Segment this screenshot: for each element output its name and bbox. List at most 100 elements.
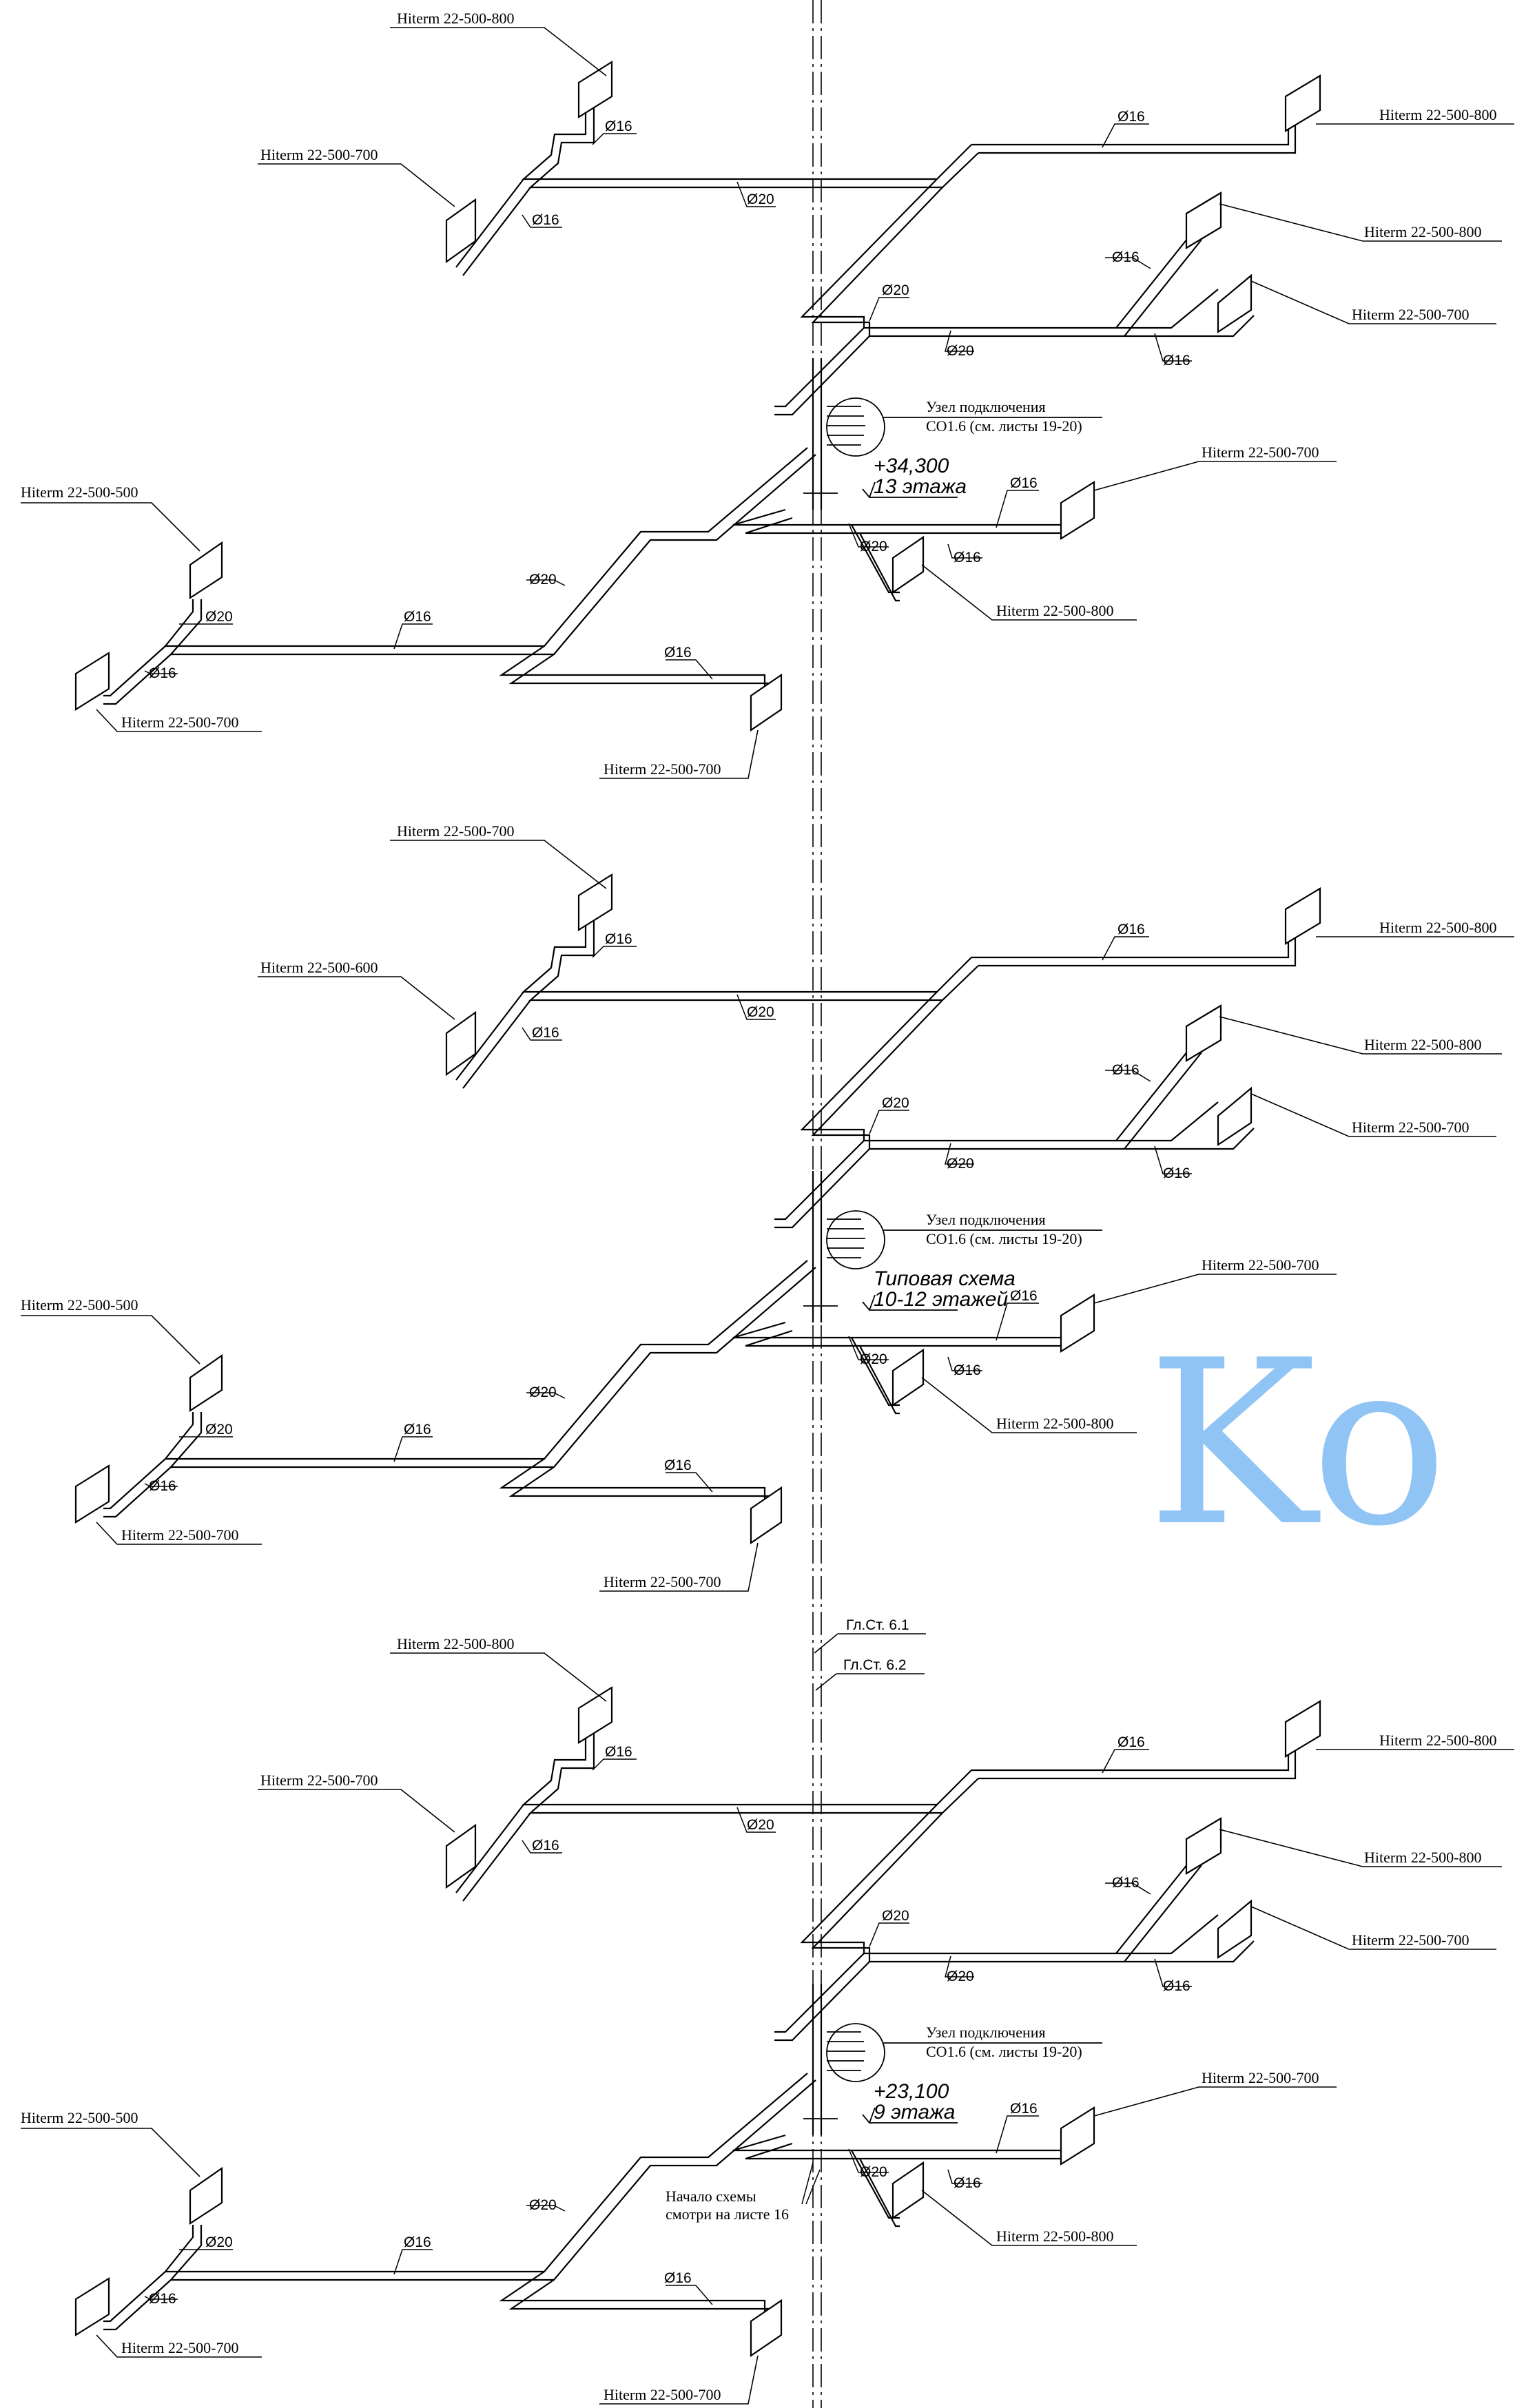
radiator-r3 xyxy=(1217,1899,1253,1960)
radiator-r3 xyxy=(1217,1086,1253,1147)
node-label-line2: СО1.6 (см. листы 19-20) xyxy=(926,2043,1082,2060)
radiator-ul-top xyxy=(577,1686,613,1744)
dim-label: Ø20 xyxy=(205,609,233,625)
dim-tick-6 xyxy=(945,330,974,352)
node-circle xyxy=(826,397,885,457)
dim-tick-0 xyxy=(592,133,637,145)
dim-label: Ø16 xyxy=(605,118,632,134)
pipe-mr2-b xyxy=(859,532,900,602)
dim-ticks xyxy=(144,936,1192,1493)
radiator-label-mr2: Hiterm 22-500-800 xyxy=(996,602,1113,619)
pipe-bc-b xyxy=(508,654,774,689)
pipe-lower-main-a xyxy=(163,1260,808,1460)
pipe-bc-a xyxy=(499,2271,766,2314)
dim-tick-9 xyxy=(848,2148,889,2173)
dim-tick-8 xyxy=(996,2115,1039,2154)
dim-label: Ø16 xyxy=(149,1478,176,1494)
dim-label: Ø16 xyxy=(404,609,431,625)
leader-ul-top xyxy=(390,1652,607,1702)
pipe-lower-main-b xyxy=(169,2079,816,2281)
dim-label: Ø16 xyxy=(532,212,559,228)
radiator-label-ul-left: Hiterm 22-500-700 xyxy=(260,146,378,163)
radiator-bc xyxy=(750,673,783,732)
radiator-mr1 xyxy=(1060,2106,1095,2166)
leader-l1 xyxy=(21,502,200,552)
radiator-label-r3: Hiterm 22-500-700 xyxy=(1352,306,1469,323)
leader-ul-top xyxy=(390,27,607,76)
node-circle xyxy=(826,2023,885,2082)
dim-label: Ø20 xyxy=(205,2234,233,2250)
pipe-mr1-b xyxy=(745,2142,1064,2160)
radiator-label-r3: Hiterm 22-500-700 xyxy=(1352,1119,1469,1136)
dim-tick-4 xyxy=(869,1110,909,1134)
leader-bc xyxy=(599,2355,759,2405)
leader-r2 xyxy=(1219,203,1502,242)
dim-tick-7 xyxy=(1154,1958,1192,1987)
dim-tick-11 xyxy=(526,2205,566,2212)
pipe-mr1-a xyxy=(732,1321,1064,1339)
leader-l2 xyxy=(96,1522,262,1545)
dim-ticks xyxy=(144,1749,1192,2305)
radiator-ul-left xyxy=(445,198,477,264)
radiator-mr1 xyxy=(1060,481,1095,540)
pipe-ul-branch-b xyxy=(462,1812,531,1902)
pipe-r1-b xyxy=(978,937,1297,967)
dim-tick-11 xyxy=(526,1392,566,1399)
dim-label: Ø16 xyxy=(532,1025,559,1041)
start-note: Начало схемы смотри на листе 16 xyxy=(666,2162,821,2223)
radiator-label-r2: Hiterm 22-500-800 xyxy=(1364,1849,1481,1866)
pipe-lower-main-b xyxy=(169,454,816,656)
leader-r2 xyxy=(1219,1829,1502,1867)
radiator-leaders xyxy=(21,840,1514,1592)
dim-tick-8 xyxy=(996,490,1039,528)
dim-label: Ø16 xyxy=(1112,1062,1140,1078)
dim-label: Ø16 xyxy=(664,1457,692,1473)
connection-node xyxy=(803,397,1102,499)
elevation-label-line2: 13 этажа xyxy=(874,475,967,498)
radiator-r2 xyxy=(1185,191,1222,249)
leader-mr1 xyxy=(1093,2086,1337,2117)
radiator-label-ul-top: Hiterm 22-500-800 xyxy=(397,10,514,27)
radiators xyxy=(74,873,1321,1545)
dim-label: Ø16 xyxy=(1117,1734,1145,1750)
pipe-r2-branch-b xyxy=(1124,1052,1202,1150)
elevation-label-line1: Типовая схема xyxy=(874,1267,1016,1290)
dim-label: Ø20 xyxy=(860,1351,887,1367)
node-label-line1: Узел подключения xyxy=(926,2024,1046,2041)
dim-tick-7 xyxy=(1154,333,1192,362)
pipe-lower-main-a xyxy=(163,2073,808,2273)
leader-mr1 xyxy=(1093,1274,1337,1304)
pipe-lower-main-b xyxy=(169,1267,816,1468)
pipe-upper-diag-b xyxy=(811,187,1255,338)
radiator-leaders xyxy=(21,27,1514,779)
dim-tick-0 xyxy=(592,1758,637,1771)
pipe-l2-b xyxy=(103,1466,172,1518)
riser-a-leader xyxy=(814,1633,838,1654)
dim-label: Ø16 xyxy=(1010,1288,1038,1304)
dim-label: Ø16 xyxy=(404,1422,431,1437)
dim-label: Ø20 xyxy=(947,343,974,359)
radiator-label-r3: Hiterm 22-500-700 xyxy=(1352,1931,1469,1949)
radiator-label-r1: Hiterm 22-500-800 xyxy=(1379,1732,1496,1749)
dim-tick-4 xyxy=(869,1922,909,1947)
leader-l1 xyxy=(21,1315,200,1364)
start-note-leader-b xyxy=(805,2169,821,2205)
node-label-line2: СО1.6 (см. листы 19-20) xyxy=(926,1230,1082,1247)
radiator-l1 xyxy=(189,2166,223,2225)
pipe-upper-main-a xyxy=(522,916,972,993)
pipe-r2-branch-a xyxy=(1115,1044,1194,1141)
pipe-ul-branch-b xyxy=(462,187,531,276)
dim-tick-7 xyxy=(1154,1145,1192,1174)
pipe-r1-a xyxy=(971,1750,1290,1772)
start-note-line1: Начало схемы xyxy=(666,2188,756,2205)
pipe-upper-main-b xyxy=(528,103,979,189)
leader-mr2 xyxy=(921,564,1137,621)
radiator-r2 xyxy=(1185,1004,1222,1062)
radiator-label-ul-top: Hiterm 22-500-700 xyxy=(397,822,514,840)
pipe-ul-branch-a xyxy=(455,178,524,268)
dim-labels: Ø16 Ø16 Ø20 Ø16 Ø20 Ø16 Ø20 Ø16 Ø16 Ø20 … xyxy=(149,922,1191,1494)
radiator-ul-top xyxy=(577,873,613,931)
pipe-upper-diag-a xyxy=(800,991,1219,1142)
radiator-label-ul-left: Hiterm 22-500-600 xyxy=(260,959,378,976)
pipework xyxy=(103,103,1297,705)
